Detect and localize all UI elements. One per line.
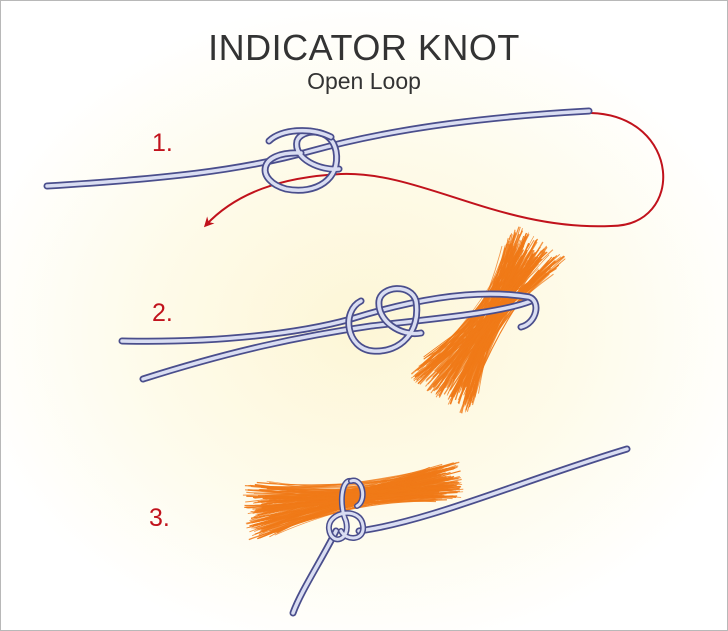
fly-line-2-upper: [118, 290, 540, 345]
step-2-number: 2.: [152, 299, 173, 327]
step-3-illustration: [242, 445, 631, 617]
yarn-tuft-2: [410, 226, 566, 414]
fly-line-1: [43, 107, 593, 190]
fly-line-3: [355, 445, 631, 535]
diagram-subtitle: Open Loop: [307, 68, 421, 94]
tag-end-path: [203, 112, 665, 228]
fly-line-3-tail: [289, 527, 340, 617]
fly-line-2-lower: [139, 297, 535, 383]
yarn-tuft-3: [242, 461, 464, 541]
diagram-title: INDICATOR KNOT: [208, 27, 520, 68]
tightened-knot-3: [326, 477, 367, 543]
step-2-illustration: [118, 226, 566, 414]
overhand-loop-2: [345, 285, 425, 355]
overhand-loop-1: [261, 127, 343, 194]
step-3-number: 3.: [149, 504, 170, 532]
step-1-illustration: [43, 107, 665, 228]
step-1-number: 1.: [152, 129, 173, 157]
